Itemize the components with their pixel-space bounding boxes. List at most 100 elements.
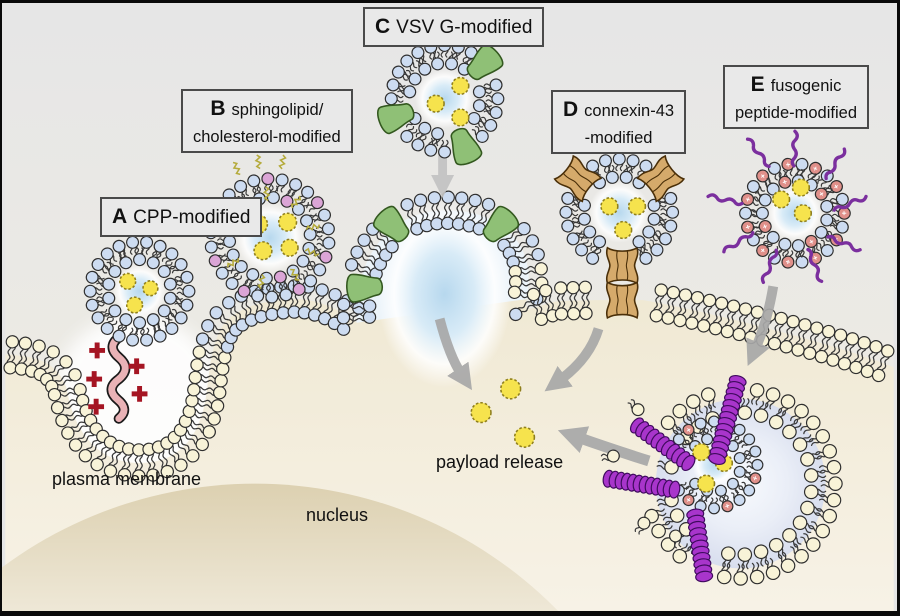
fusogenic-peptide [722,231,755,254]
payload [791,178,811,197]
connexin-channel [605,246,639,285]
cholesterol-molecule [262,186,271,202]
plus-charge [131,385,148,402]
plus-charge [86,371,103,387]
payload [125,296,144,314]
payload [451,108,470,127]
label-e-line2: peptide-modified [735,103,857,122]
svg-text:+: + [785,160,791,170]
endosome-helix [602,469,681,499]
fusogenic-peptide [806,247,824,284]
fusogenic-peptide [706,193,744,207]
svg-text:+: + [743,196,753,203]
vsv-g-protein [482,205,520,243]
svg-text:+: + [839,211,848,216]
payload [426,94,445,113]
label-a-text: CPP-modified [133,207,251,228]
svg-text:+: + [684,425,693,435]
arrow [557,426,651,467]
payload [696,474,716,493]
payload [277,212,298,232]
vsv-g-protein [372,205,410,243]
label-b-line2: cholesterol-modified [193,127,341,146]
fusogenic-peptide [824,147,847,181]
endosome-helix [629,417,696,472]
payload [793,204,813,223]
arrow [434,317,473,391]
vesicle-c [376,38,505,166]
svg-text:+: + [807,237,816,247]
endosome-helix [686,508,714,583]
svg-text:+: + [750,475,760,483]
payload [771,190,791,209]
fusogenic-peptides [706,129,868,285]
arrow [746,285,779,367]
payload [119,272,137,291]
fusogenic-peptide [832,194,868,212]
plus-charge [88,398,105,415]
vsv-g-protein [450,127,483,166]
payload [513,426,536,448]
plus-charge [128,358,145,375]
svg-text:+: + [684,495,693,505]
label-c-text: VSV G-modified [396,17,533,38]
plasma-membrane [3,190,895,483]
annotation-payload-release: payload release [436,452,564,472]
cholesterol-molecule [290,268,300,281]
label-a-letter: A [112,205,128,228]
cpp-peptide [86,331,148,424]
payload [600,197,619,216]
label-d-line2: -modified [584,128,653,147]
released-payloads [470,378,536,448]
payload [253,241,273,261]
svg-text:+: + [811,164,819,174]
endosome-helix [708,375,747,466]
cholesterol-molecule [304,247,320,258]
vesicle-e: +++++++++++++++ [739,157,851,269]
payload [627,197,647,216]
label-e-text1: fusogenic [770,77,842,95]
svg-text:+: + [723,501,731,511]
cholesterol-molecule [257,274,266,289]
connexin-channel [553,154,603,203]
annotation-nucleus: nucleus [306,505,369,525]
label-d-text1: connexin-43 [584,102,675,120]
svg-text:+: + [743,223,753,230]
vsv-g-protein [466,44,504,81]
fusogenic-peptide [745,137,771,169]
arrow [544,327,604,392]
loose-lipids [600,399,683,549]
svg-text:+: + [758,171,768,181]
payload [500,378,522,400]
cholesterol-molecule [278,154,287,170]
annotation-plasma-membrane: plasma membrane [52,469,202,489]
cholesterol-molecule [254,154,263,170]
vesicle-d [553,152,686,265]
payload [451,76,470,96]
payload [280,238,299,257]
payload [614,220,633,240]
plus-charge [89,342,106,359]
connexin-channel [605,281,639,320]
svg-text:+: + [811,253,819,263]
vesicle-a [83,235,196,347]
payload [470,401,492,424]
vsv-g-protein [376,103,415,135]
connexin-channel [636,154,686,203]
cholesterol-molecule [290,195,302,209]
cholesterol-molecule [232,161,241,176]
payload [142,280,159,297]
label-b-letter: B [210,97,226,120]
label-d-letter: D [563,98,579,121]
label-b-text1: sphingolipid/ [231,101,324,119]
